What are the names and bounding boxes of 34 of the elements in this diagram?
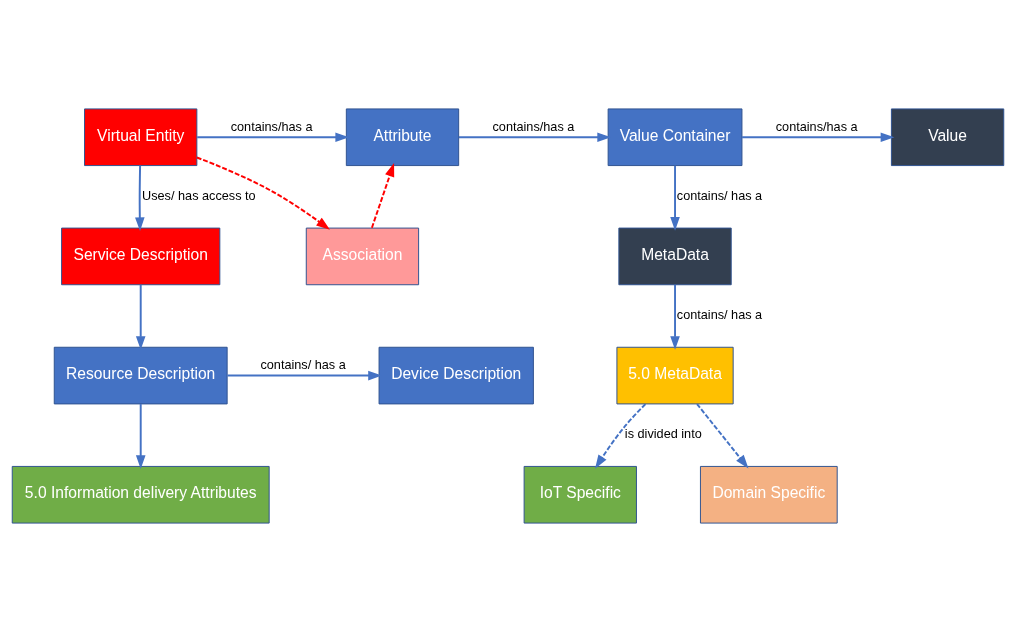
node-box: Value Container bbox=[607, 108, 743, 167]
edge-label: contains/has a bbox=[775, 119, 858, 134]
edge-label: Uses/ has access to bbox=[142, 189, 256, 204]
node-box: Value bbox=[890, 108, 1005, 167]
edge-label: contains/ has a bbox=[676, 308, 763, 323]
arrow bbox=[741, 132, 895, 143]
arrow bbox=[135, 164, 145, 231]
node-box: Association bbox=[305, 227, 420, 286]
arrow bbox=[135, 283, 146, 350]
node-box: 5.0 MetaData bbox=[616, 346, 734, 405]
node-box: Virtual Entity bbox=[84, 108, 198, 167]
edge-label: is divided into bbox=[624, 427, 702, 442]
node-box: Attribute bbox=[345, 108, 460, 167]
arrow bbox=[696, 403, 749, 469]
node-box: Resource Description bbox=[53, 346, 228, 405]
node-box: Service Description bbox=[61, 227, 221, 286]
edge-label: contains/has a bbox=[230, 119, 313, 134]
node-box: Domain Specific bbox=[699, 465, 838, 524]
arrow bbox=[670, 164, 680, 231]
edge-label: contains/ has a bbox=[260, 358, 346, 373]
node-box: 5.0 Information delivery Attributes bbox=[11, 465, 270, 524]
edge-label: contains/has a bbox=[492, 119, 575, 134]
arrow bbox=[196, 132, 350, 143]
arrow bbox=[135, 403, 146, 469]
node-box: MetaData bbox=[618, 227, 732, 286]
arrow bbox=[595, 403, 647, 469]
node-box: Device Description bbox=[378, 346, 534, 405]
arrow bbox=[670, 283, 680, 350]
node-box: IoT Specific bbox=[523, 465, 637, 524]
arrow bbox=[458, 132, 611, 143]
arrow bbox=[226, 370, 382, 381]
arrow bbox=[195, 156, 330, 230]
arrow bbox=[370, 162, 395, 229]
edge-label: contains/ has a bbox=[676, 189, 763, 204]
